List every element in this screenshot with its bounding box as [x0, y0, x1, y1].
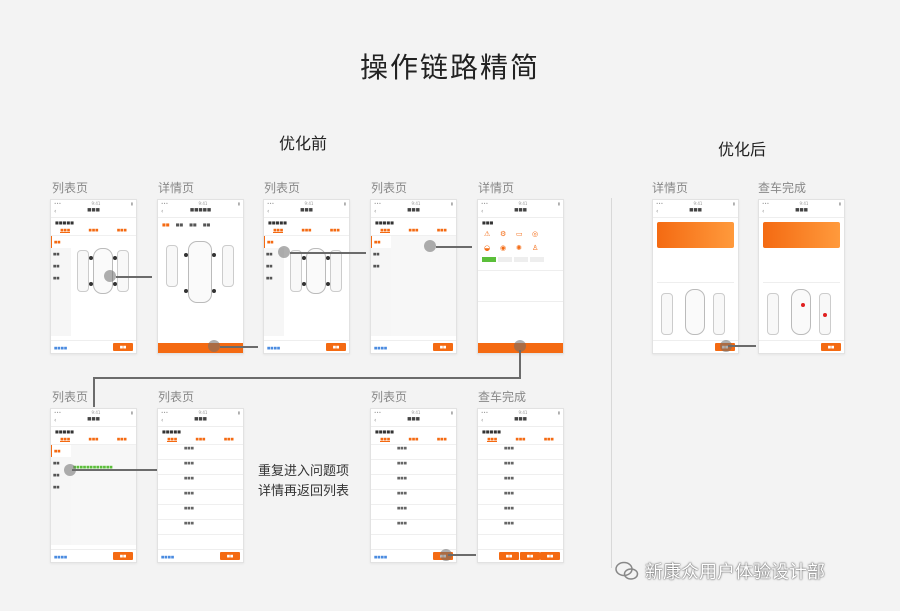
flow-arrow — [72, 469, 178, 471]
screen-done-1: •••9:41▮ ‹■■■ ■■■■■ ■■■■■■■■■ ■■■■■■■■■ … — [477, 408, 564, 563]
wechat-icon — [615, 561, 639, 580]
screen-done-after: •••9:41▮ ‹■■■ ■■ — [758, 199, 845, 354]
seat-icon: ♙ — [532, 244, 539, 252]
tap-indicator — [514, 340, 526, 352]
label-done-1: 查车完成 — [478, 390, 527, 404]
repeat-note-line-1: 重复进入问题项 — [258, 464, 350, 479]
flow-arrow — [93, 377, 95, 407]
submit-button[interactable]: ■■ — [113, 343, 133, 351]
label-list-2: 列表页 — [264, 181, 301, 195]
oil-icon: ◒ — [484, 244, 491, 252]
warning-icon: ⚠ — [484, 230, 491, 238]
light-icon: ✺ — [516, 244, 522, 252]
flow-arrow — [116, 276, 152, 278]
main-title: 操作链路精简 — [359, 51, 540, 84]
tire-icon: ◉ — [500, 244, 507, 252]
label-detail-1: 详情页 — [158, 181, 195, 195]
screen-list-4: •••9:41▮ ‹■■■ ■■■■■ ■■■■■■■■■ ■■■■■■■■ ■… — [50, 408, 137, 563]
flow-arrow — [448, 554, 476, 556]
section-divider — [611, 198, 612, 568]
flow-arrow — [93, 377, 521, 379]
screen-list-3: •••9:41▮ ‹■■■ ■■■■■ ■■■■■■■■■ ■■■■■■ ■■■… — [370, 199, 457, 354]
screen-detail-2: •••9:41▮ ‹■■■ ■■■ ⚠⚙▭◎ ◒◉✺♙ — [477, 199, 564, 354]
tap-indicator — [278, 246, 290, 258]
label-done-after: 查车完成 — [758, 181, 807, 195]
label-detail-2: 详情页 — [478, 181, 515, 195]
label-list-6: 列表页 — [371, 390, 408, 404]
label-detail-after: 详情页 — [652, 181, 689, 195]
label-list-3: 列表页 — [371, 181, 408, 195]
screen-detail-1: •••9:41▮ ‹■■■■■ ■■■■■■■■ — [157, 199, 244, 354]
tap-indicator — [104, 270, 116, 282]
label-list-1: 列表页 — [52, 181, 89, 195]
flow-arrow — [436, 246, 472, 248]
tap-indicator — [440, 549, 452, 561]
brake-icon: ◎ — [532, 230, 539, 238]
watermark-text: 新康众用户体验设计部 — [645, 562, 825, 583]
screen-list-5: •••9:41▮ ‹■■■ ■■■■■ ■■■■■■■■■ ■■■■■■■■■ … — [157, 408, 244, 563]
tap-indicator — [208, 340, 220, 352]
confirm-bar[interactable] — [158, 343, 243, 353]
screen-detail-after: •••9:41▮ ‹■■■ ■■ — [652, 199, 739, 354]
engine-icon: ⚙ — [500, 230, 507, 238]
flow-arrow — [220, 346, 258, 348]
after-title: 优化后 — [718, 140, 767, 159]
screen-list-2: •••9:41▮ ‹■■■ ■■■■■ ■■■■■■■■■ ■■■■■■■■ ■… — [263, 199, 350, 354]
screen-list-6: •••9:41▮ ‹■■■ ■■■■■ ■■■■■■■■■ ■■■■■■■■■ … — [370, 408, 457, 563]
label-list-4: 列表页 — [52, 390, 89, 404]
label-list-5: 列表页 — [158, 390, 195, 404]
tap-indicator — [64, 464, 76, 476]
flow-arrow — [519, 350, 521, 378]
flow-arrow — [728, 345, 756, 347]
tap-indicator — [720, 340, 732, 352]
battery-icon: ▭ — [516, 230, 523, 238]
watermark: 新康众用户体验设计部 — [615, 558, 825, 584]
tap-indicator — [424, 240, 436, 252]
flow-arrow — [290, 252, 366, 254]
before-title: 优化前 — [279, 134, 328, 153]
repeat-note-line-2: 详情再返回列表 — [258, 484, 350, 499]
